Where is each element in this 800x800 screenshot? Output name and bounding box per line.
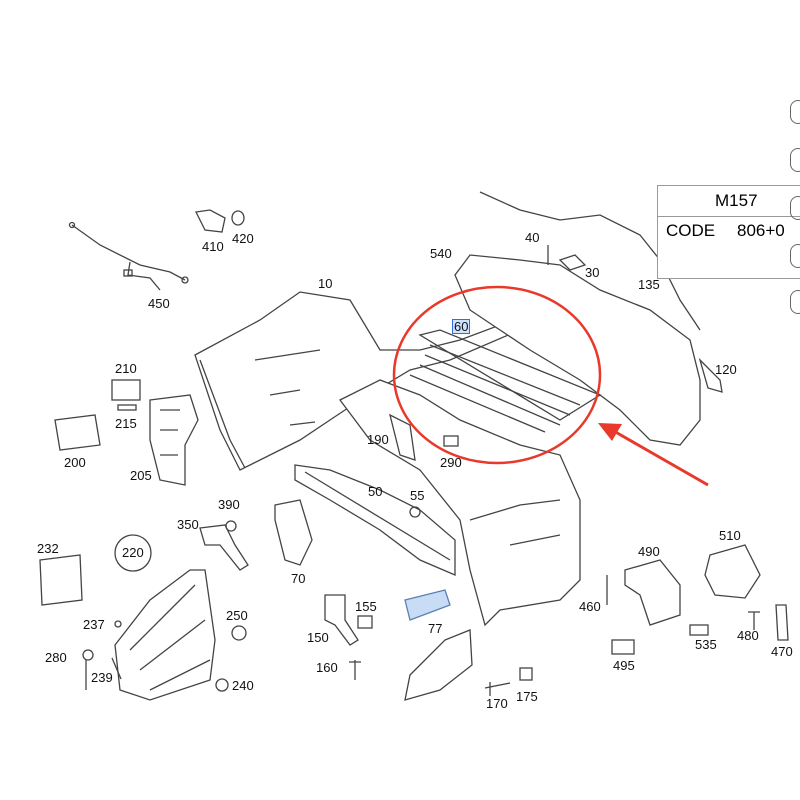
label-510: 510 [719, 528, 741, 543]
label-470: 470 [771, 644, 793, 659]
label-160: 160 [316, 660, 338, 675]
label-290: 290 [440, 455, 462, 470]
label-280: 280 [45, 650, 67, 665]
label-170: 170 [486, 696, 508, 711]
clip-part-237 [114, 620, 122, 628]
screw-part-480 [748, 611, 760, 630]
label-240: 240 [232, 678, 254, 693]
screw-part-170 [484, 682, 511, 696]
round-button-icon[interactable] [790, 196, 800, 220]
label-215: 215 [115, 416, 137, 431]
label-460: 460 [579, 599, 601, 614]
grille-insert-part [409, 329, 602, 433]
label-205: 205 [130, 468, 152, 483]
label-239: 239 [91, 670, 113, 685]
round-button-icon[interactable] [790, 244, 800, 268]
round-button-icon[interactable] [790, 290, 800, 314]
label-155: 155 [355, 599, 377, 614]
callout-circle-220 [114, 534, 152, 572]
sensor-part [195, 209, 245, 233]
grommet-part-250 [231, 625, 247, 641]
clip-part-155 [357, 615, 373, 629]
label-120: 120 [715, 362, 737, 377]
label-480: 480 [737, 628, 759, 643]
holder-part-350 [199, 524, 249, 571]
code-value: 806+0 [737, 221, 785, 240]
bracket-part-150 [324, 594, 359, 646]
label-135: 135 [638, 277, 660, 292]
wiring-harness-part [68, 221, 189, 291]
clip-part-190 [389, 413, 416, 461]
label-410: 410 [202, 239, 224, 254]
rear-diffuser-part [454, 191, 723, 446]
label-70: 70 [291, 571, 306, 586]
bracket-part-210 [111, 379, 141, 411]
label-232: 232 [37, 541, 59, 556]
round-button-icon[interactable] [790, 148, 800, 172]
bracket-part-77 [404, 589, 451, 621]
plug-part-240 [215, 678, 229, 692]
model-code-box: M157 CODE 806+0 [657, 185, 800, 279]
label-220: 220 [122, 545, 144, 560]
label-30: 30 [585, 265, 600, 280]
label-210: 210 [115, 361, 137, 376]
bolt-part-280 [82, 649, 94, 661]
clip-part-535 [689, 624, 709, 636]
sensor-holder-part-490 [624, 559, 681, 626]
label-55: 55 [410, 488, 425, 503]
label-540: 540 [430, 246, 452, 261]
annotation-arrow [598, 423, 709, 487]
code-label: CODE [666, 221, 716, 240]
housing-part-510 [704, 544, 761, 599]
label-490: 490 [638, 544, 660, 559]
screw-part-160 [349, 660, 361, 680]
spring-part-239 [111, 657, 122, 680]
nut-part-390 [225, 520, 237, 532]
guide-part-170 [404, 629, 473, 701]
clip-part-495 [611, 639, 635, 655]
label-495: 495 [613, 658, 635, 673]
carrier-part-220 [114, 569, 216, 701]
label-390: 390 [218, 497, 240, 512]
label-535: 535 [695, 637, 717, 652]
panel-part-232 [39, 554, 83, 606]
label-450: 450 [148, 296, 170, 311]
label-250: 250 [226, 608, 248, 623]
label-175: 175 [516, 689, 538, 704]
label-237: 237 [83, 617, 105, 632]
cover-cap-part [54, 414, 101, 451]
label-200: 200 [64, 455, 86, 470]
clip-part-55 [409, 506, 421, 518]
nut-part-175 [519, 667, 533, 681]
label-420: 420 [232, 231, 254, 246]
label-150: 150 [307, 630, 329, 645]
model-value: M157 [715, 191, 758, 210]
label-77: 77 [428, 621, 443, 636]
highlight-ellipse [392, 285, 602, 465]
label-40: 40 [525, 230, 540, 245]
clip-part-470 [775, 604, 789, 641]
label-190: 190 [367, 432, 389, 447]
mount-part-70 [274, 499, 313, 566]
side-bracket-part-205 [149, 394, 199, 486]
lower-bumper-part [339, 379, 581, 627]
model-row: M157 [658, 186, 800, 217]
label-10: 10 [318, 276, 333, 291]
round-button-icon[interactable] [790, 100, 800, 124]
clip-part-290 [443, 435, 459, 447]
label-350: 350 [177, 517, 199, 532]
impact-beam-part [294, 464, 456, 576]
label-60[interactable]: 60 [452, 319, 471, 334]
label-50: 50 [368, 484, 383, 499]
